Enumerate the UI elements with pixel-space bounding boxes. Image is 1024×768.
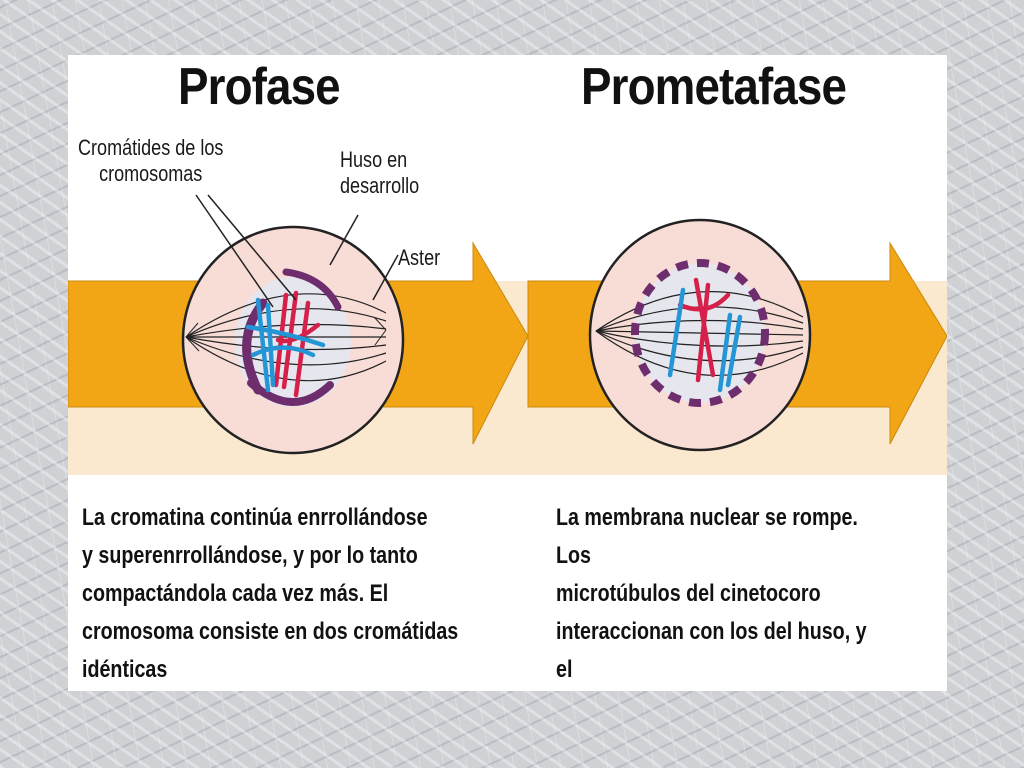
label-aster: Aster — [398, 245, 441, 270]
profase-cell — [181, 194, 405, 455]
label-chromatids: Cromátides de los cromosomas — [78, 135, 224, 186]
slide: Profase Prometafase Cromátides de los cr… — [68, 55, 947, 691]
prometafase-title: Prometafase — [581, 58, 847, 116]
prometafase-description: La membrana nuclear se rompe. Los microt… — [556, 504, 867, 683]
profase-title: Profase — [178, 58, 341, 116]
mitosis-diagram — [68, 194, 947, 475]
prometafase-cell — [588, 218, 812, 452]
profase-description: La cromatina continúa enrrollándose y su… — [82, 504, 459, 683]
label-spindle: Huso en desarrollo — [340, 147, 420, 198]
